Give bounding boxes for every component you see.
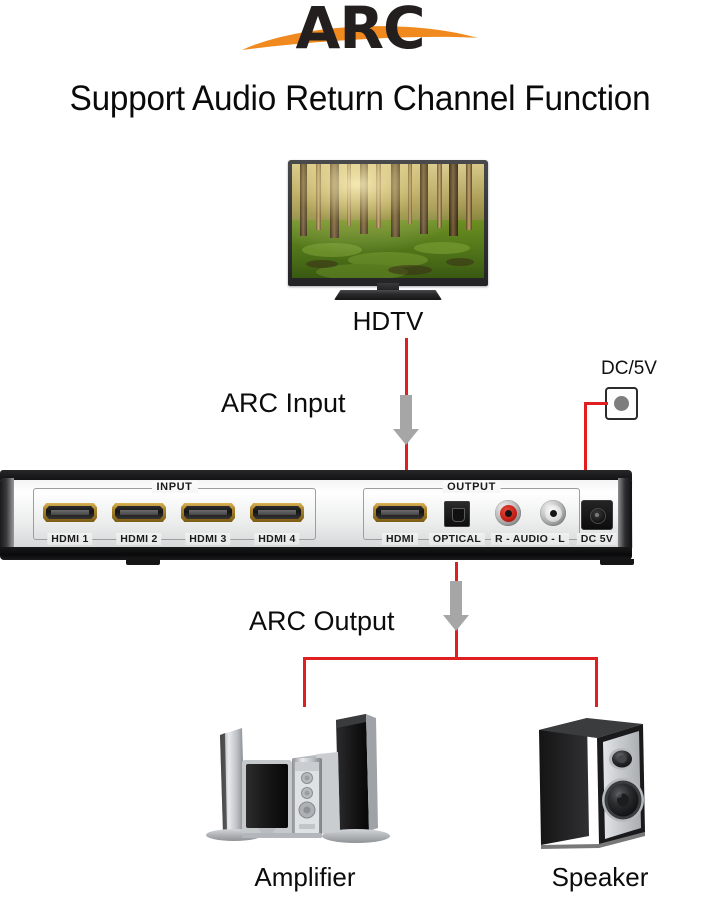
arc-output-branch-speaker (595, 657, 598, 707)
port-output-hdmi[interactable] (373, 503, 427, 522)
port-rca-right[interactable] (495, 500, 521, 526)
arc-input-label: ARC Input (221, 388, 346, 418)
output-group-title: OUTPUT (442, 481, 501, 493)
port-label-optical: OPTICAL (428, 533, 486, 545)
port-optical[interactable] (444, 501, 470, 527)
input-port-group: INPUT (33, 481, 316, 540)
arc-logo: ARC (238, 0, 482, 62)
arc-logo-text: ARC (295, 0, 425, 62)
tv-stand-neck (377, 283, 399, 292)
port-label-hdmi-3: HDMI 3 (185, 533, 231, 545)
device-foot-left (126, 559, 160, 565)
port-hdmi-2[interactable] (112, 503, 166, 522)
tv-bezel (288, 160, 488, 286)
device-foot-right (600, 559, 634, 565)
arc-output-label: ARC Output (249, 606, 395, 636)
device-bottom-edge (0, 547, 632, 560)
forest-scene-image (292, 164, 484, 278)
dc-power-label: DC/5V (601, 358, 657, 379)
speaker-device (527, 702, 657, 850)
hdtv-device (288, 160, 488, 300)
dc-power-line-vertical (584, 402, 587, 474)
arc-input-arrow-icon (393, 395, 419, 445)
port-label-hdmi-2: HDMI 2 (116, 533, 162, 545)
arc-output-branch-line (303, 657, 598, 660)
tv-screen (292, 164, 484, 278)
arc-output-branch-amplifier (303, 657, 306, 707)
speaker-caption: Speaker (551, 862, 649, 892)
page-title: Support Audio Return Channel Function (69, 79, 651, 118)
amplifier-image (206, 714, 390, 843)
input-group-title: INPUT (151, 481, 198, 493)
optical-slot (451, 508, 465, 522)
hdtv-caption: HDTV (352, 306, 424, 336)
port-label-hdmi-4: HDMI 4 (254, 533, 300, 545)
port-hdmi-1[interactable] (43, 503, 97, 522)
port-label-output-hdmi: HDMI (381, 533, 419, 545)
port-hdmi-3[interactable] (181, 503, 235, 522)
device-top-bezel (0, 470, 632, 481)
port-label-rca-audio: R - AUDIO - L (490, 533, 570, 545)
device-left-edge (0, 478, 14, 550)
tv-stand-base (334, 290, 442, 300)
port-dc-5v[interactable] (581, 500, 613, 530)
dc-power-adapter-icon (605, 387, 638, 420)
arc-output-arrow-icon (443, 581, 469, 631)
logo-swoosh-icon (242, 26, 478, 50)
speaker-image (539, 718, 645, 849)
dc-adapter-dot (614, 396, 629, 411)
port-rca-left[interactable] (540, 500, 566, 526)
dc-power-line-horizontal (584, 402, 608, 405)
amplifier-caption: Amplifier (254, 862, 356, 892)
hdmi-switch-device: INPUT HDMI 1 HDMI 2 HDMI 3 HDMI 4 OUTPUT (0, 470, 634, 565)
port-label-dc-5v: DC 5V (576, 533, 618, 545)
port-label-hdmi-1: HDMI 1 (47, 533, 93, 545)
amplifier-device (198, 700, 410, 852)
device-right-edge (618, 478, 632, 550)
port-hdmi-4[interactable] (250, 503, 304, 522)
